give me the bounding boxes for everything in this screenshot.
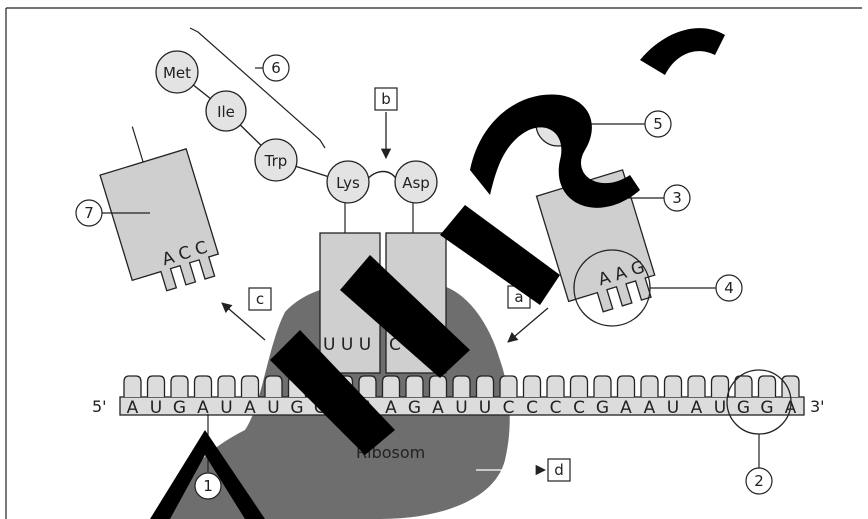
mrna-nucleotide: U [267,398,279,418]
three-prime-label: 3' [810,397,825,416]
mrna-nucleotide: C [526,398,538,418]
label-3: 3 [664,185,690,211]
mrna-nucleotide: C [503,398,515,418]
svg-text:d: d [554,461,564,479]
label-7: 7 [76,200,102,226]
svg-text:1: 1 [203,477,213,495]
mrna-nucleotide: U [479,398,491,418]
svg-text:3: 3 [672,189,682,207]
svg-text:5: 5 [653,115,663,133]
mrna-nucleotide: A [127,398,139,418]
label-2: 2 [746,468,772,494]
label-d: d [548,459,570,481]
mrna-nucleotide: A [691,398,703,418]
mrna-nucleotide: C [573,398,585,418]
mrna-nucleotide: A [644,398,656,418]
mrna-nucleotide: G [173,398,186,418]
svg-text:2: 2 [754,472,764,490]
mrna-sequence: AUGAUAUGGAAAGAUUCCCCGAAUAUGGA [127,398,797,418]
mrna-nucleotide: A [432,398,444,418]
mrna-nucleotide: G [290,398,303,418]
aa-met: Met [163,64,191,82]
mrna: AUGAUAUGGAAAGAUUCCCCGAAUAUGGA 5' 3' [92,376,825,418]
mrna-nucleotide: G [408,398,421,418]
arrow-a [508,308,548,342]
svg-text:b: b [381,90,391,108]
mrna-nucleotide: G [596,398,609,418]
five-prime-label: 5' [92,397,107,416]
svg-text:7: 7 [84,204,94,222]
mrna-nucleotide: U [220,398,232,418]
aa-ile: Ile [217,103,235,121]
svg-text:4: 4 [724,279,734,297]
aa-asp: Asp [402,174,430,192]
label-b: b [375,88,397,110]
exiting-trna: A C C [89,113,224,299]
mrna-nucleotide: U [714,398,726,418]
label-c: c [249,288,271,310]
mrna-nucleotide: C [550,398,562,418]
mrna-nucleotide: U [150,398,162,418]
aa-lys: Lys [336,174,360,192]
label-6: 6 [263,55,289,81]
label-5: 5 [645,111,671,137]
mrna-nucleotide: A [385,398,397,418]
mrna-nucleotide: A [197,398,209,418]
aa-trp: Trp [264,152,288,170]
svg-text:c: c [256,290,264,308]
label-1: 1 [195,473,221,499]
mrna-nucleotide: G [760,398,773,418]
mrna-nucleotide: G [737,398,750,418]
label-4: 4 [716,275,742,301]
mrna-nucleotide: A [244,398,256,418]
mrna-nucleotide: A [620,398,632,418]
mrna-codon-teeth [124,376,799,397]
mrna-nucleotide: U [455,398,467,418]
svg-text:6: 6 [271,59,281,77]
trna-left-anticodon: U U U [323,335,371,355]
peptide-chain: Met Ile Trp Lys Asp [156,51,437,203]
peptide-bracket [190,28,325,148]
mrna-nucleotide: U [667,398,679,418]
